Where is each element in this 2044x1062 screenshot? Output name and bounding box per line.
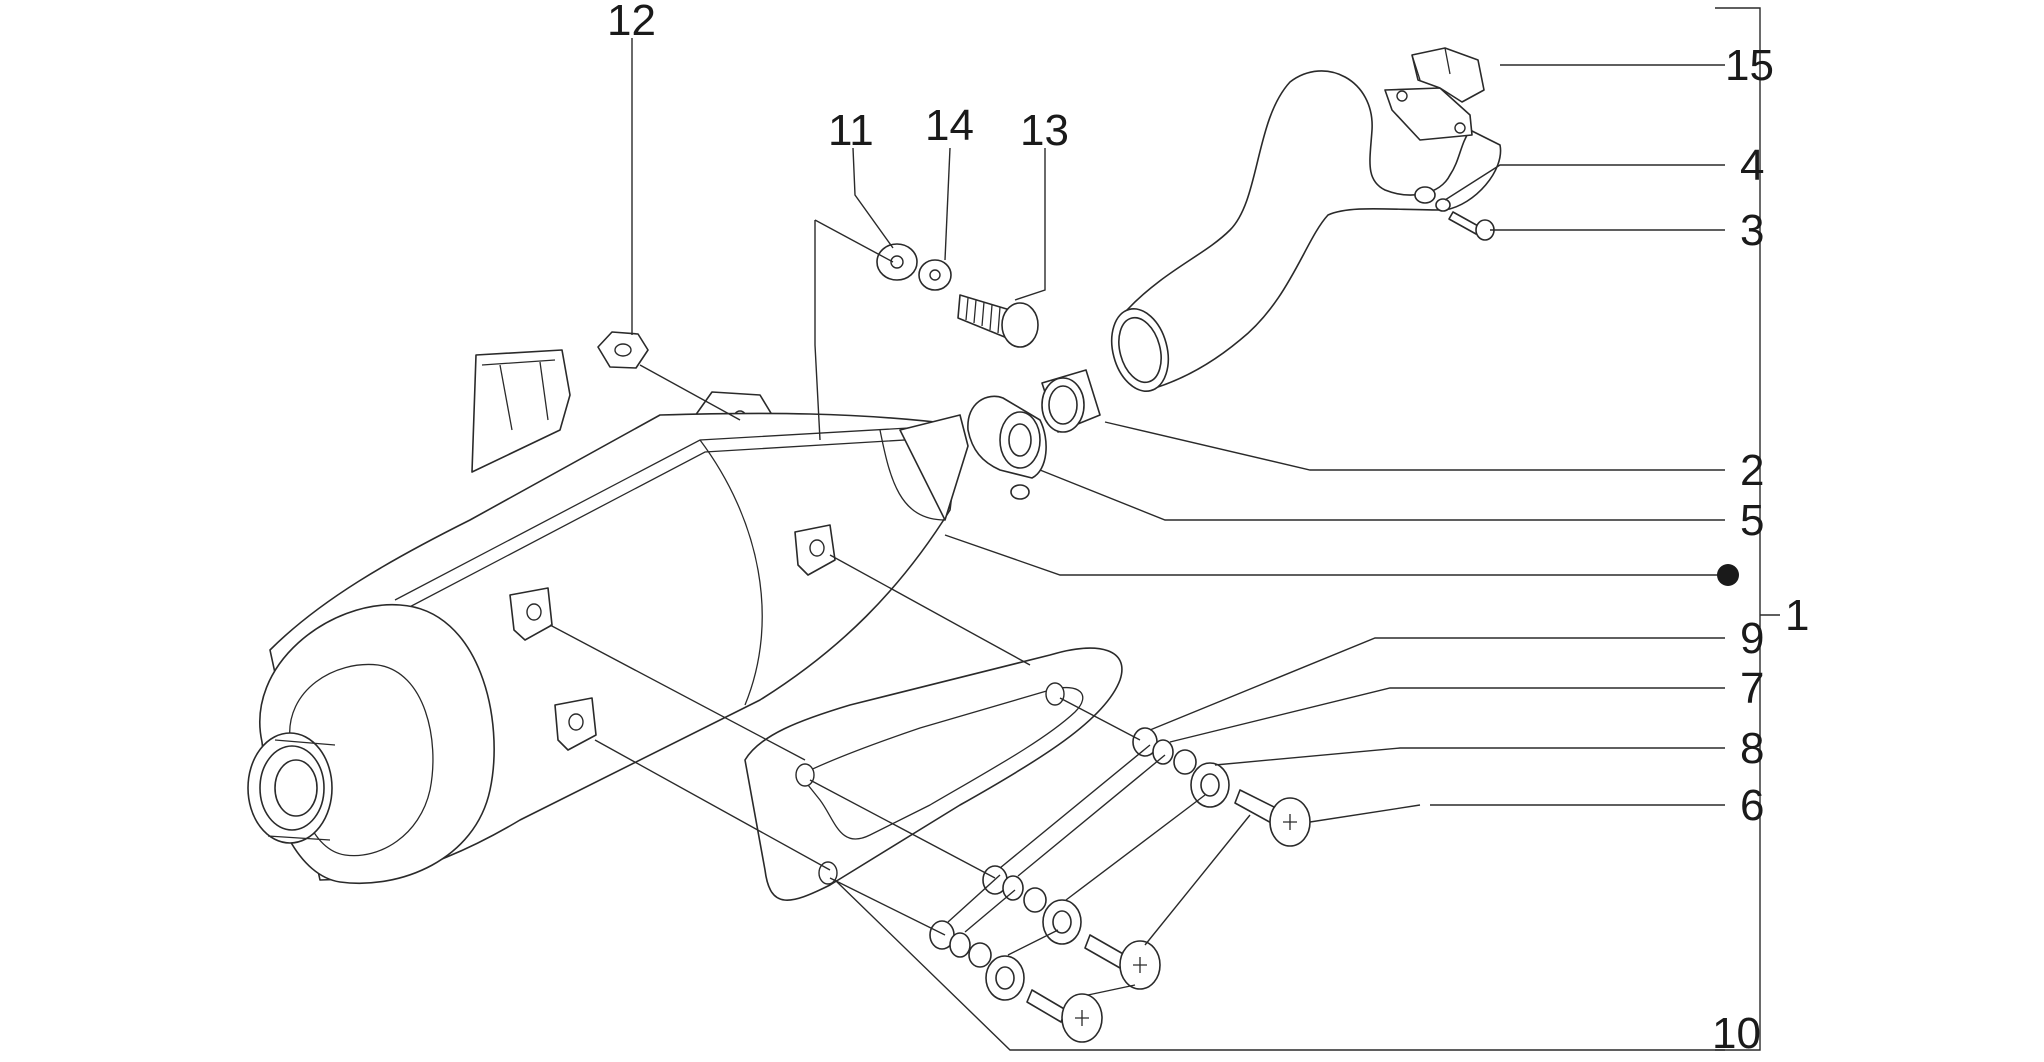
- callout-10: 10: [1712, 1009, 1761, 1057]
- mount-set-upper: [1132, 727, 1311, 847]
- callout-1: 1: [1785, 591, 1809, 640]
- callout-4: 4: [1740, 141, 1764, 190]
- top-fasteners: [876, 243, 1039, 348]
- callout-2: 2: [1740, 446, 1764, 495]
- hex-nut: [597, 331, 649, 369]
- mount-set-middle: [982, 865, 1161, 990]
- callout-14: 14: [925, 101, 974, 150]
- callout-9: 9: [1740, 614, 1764, 663]
- heat-shield: [744, 647, 1123, 901]
- callout-13: 13: [1020, 106, 1069, 155]
- callout-11: 11: [828, 106, 874, 155]
- callout-12: 12: [607, 0, 656, 45]
- callout-3: 3: [1740, 206, 1764, 255]
- callout-8: 8: [1740, 724, 1764, 773]
- callout-15: 15: [1725, 41, 1774, 90]
- exhaust-pipe: [1110, 47, 1502, 392]
- pipe-clamp: [967, 395, 1047, 500]
- pipe-fasteners: [1414, 186, 1495, 241]
- mount-set-lower: [929, 920, 1103, 1043]
- bullet-marker: [1717, 564, 1739, 586]
- callout-5: 5: [1740, 496, 1764, 545]
- muffler: [247, 349, 969, 884]
- callout-7: 7: [1740, 664, 1764, 713]
- callout-6: 6: [1740, 781, 1764, 830]
- sleeve: [1041, 369, 1101, 433]
- callout-labels: 12 11 14 13 15 4 3 2 5 1 9 7 8 6 10: [607, 0, 1809, 1058]
- leader-lines: [549, 7, 1780, 1051]
